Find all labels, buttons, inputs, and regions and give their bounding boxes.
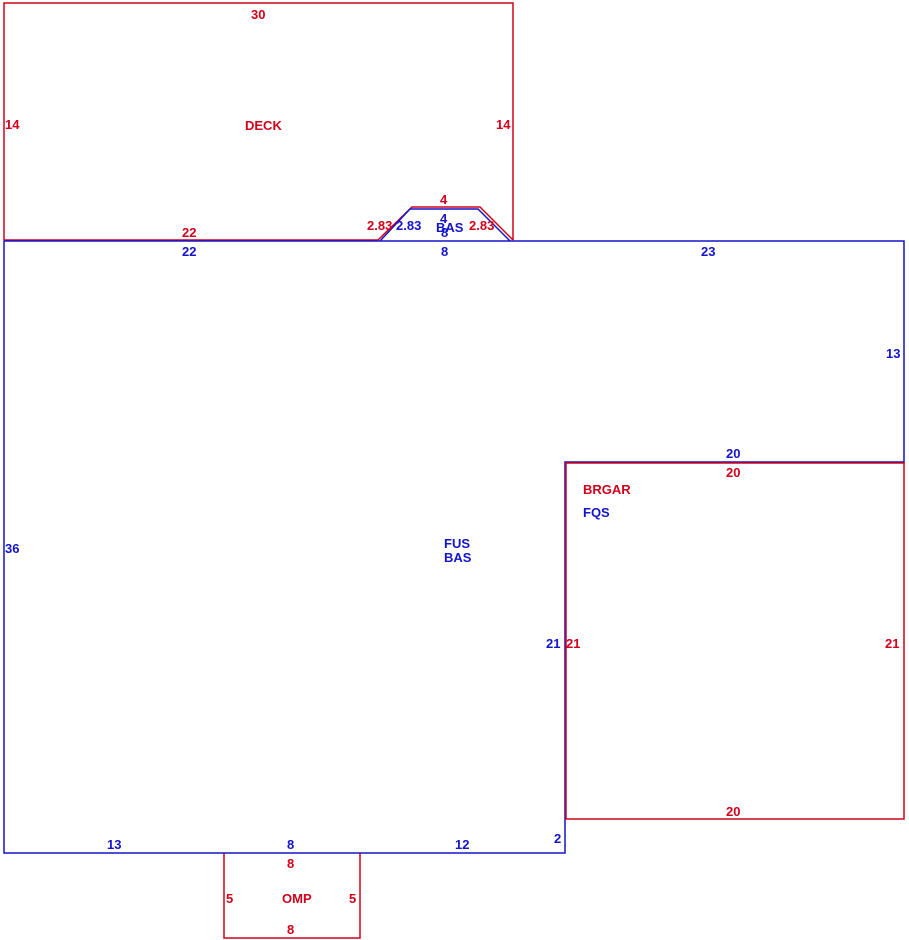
main-dim-top-left: 22 [182,244,196,259]
bump-dim-left-blue: 2.83 [396,218,421,233]
deck-dim-right: 14 [496,117,511,132]
garage-dim-bottom: 20 [726,804,740,819]
porch-dim-bottom: 8 [287,922,294,937]
porch-outline [223,853,361,939]
main-dim-step: 2 [554,831,561,846]
garage-label-fqs: FQS [583,505,610,520]
garage-dim-left: 21 [566,636,580,651]
main-dim-bottom-left: 13 [107,837,121,852]
porch-label: OMP [282,891,312,906]
garage-dim-right: 21 [885,636,899,651]
main-dim-bottom-right: 12 [455,837,469,852]
bump-dim-bottom: 8 [441,244,448,259]
bump-dim-inner: 8 [441,225,448,240]
main-dim-right: 13 [886,346,900,361]
main-body-outline [3,240,905,854]
garage-outline [565,462,905,820]
main-dim-inner-left: 21 [546,636,560,651]
main-dim-inner-top: 20 [726,446,740,461]
porch-dim-left: 5 [226,891,233,906]
porch-dim-top: 8 [287,856,294,871]
main-dim-bottom-mid: 8 [287,837,294,852]
deck-dim-left: 14 [5,117,20,132]
bump-label: BAS [436,220,464,235]
bump-dim-left-red: 2.83 [367,218,392,233]
main-dim-left: 36 [5,541,19,556]
bump-dim-right-red: 2.83 [469,218,494,233]
bay-bump-inner [379,208,511,242]
garage-dim-top: 20 [726,465,740,480]
main-label-bas: BAS [444,550,472,565]
main-dim-top-right: 23 [701,244,715,259]
garage-label: BRGAR [583,482,631,497]
porch-dim-right: 5 [349,891,356,906]
bump-dim-top-red: 4 [440,192,448,207]
main-label-fus: FUS [444,536,470,551]
deck-dim-top: 30 [251,7,265,22]
deck-outline [3,2,514,240]
deck-label: DECK [245,118,282,133]
bay-bump-outline [377,206,514,241]
bump-dim-top-blue: 4 [440,211,448,226]
deck-dim-bottom: 22 [182,225,196,240]
